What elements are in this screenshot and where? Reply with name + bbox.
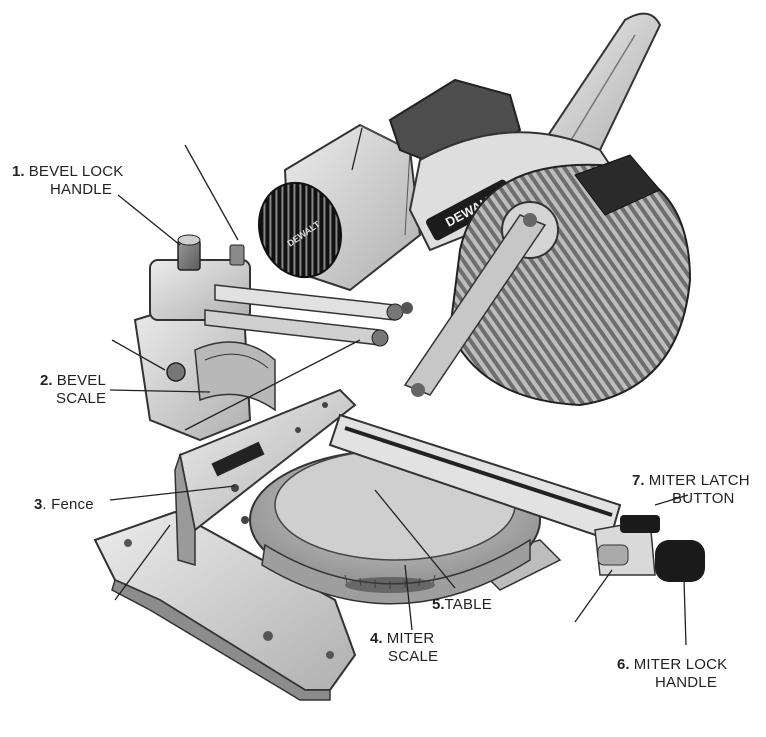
label-fence: 3. Fence — [34, 496, 94, 513]
label-bevel-lock-handle: 1. BEVEL LOCK HANDLE — [12, 163, 124, 198]
bevel-housing — [133, 259, 276, 442]
guard-linkage — [403, 213, 547, 397]
label-table: 5.TABLE — [432, 596, 492, 613]
miter-latch-button — [620, 515, 660, 533]
miter-lock-handle — [655, 540, 705, 582]
label-miter-lock-handle: 6. MITER LOCK HANDLE — [617, 656, 728, 691]
label-miter-scale: 4. MITER SCALE — [370, 630, 439, 665]
slide-rails — [204, 284, 413, 347]
bevel-lock-handle — [177, 234, 245, 271]
label-miter-latch-button: 7. MITER LATCH BUTTON — [632, 472, 750, 507]
label-bevel-scale: 2. BEVEL SCALE — [40, 372, 107, 407]
leader-lines — [109, 127, 689, 646]
miter-extension-arm — [328, 413, 705, 582]
blade-guard: DEWALT — [408, 131, 692, 407]
motor: DEWALT — [257, 123, 422, 292]
